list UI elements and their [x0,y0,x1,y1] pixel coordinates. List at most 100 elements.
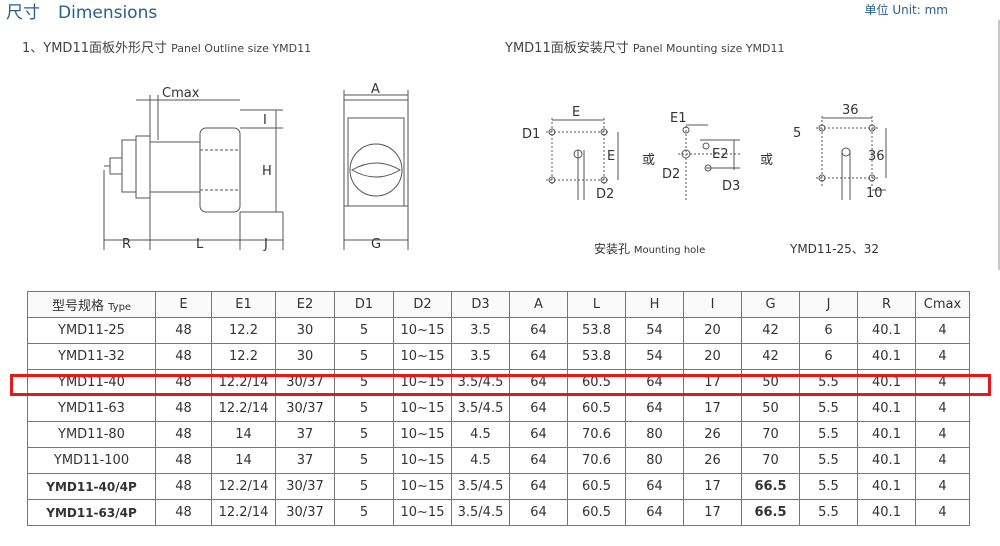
value-cell: 6 [799,317,858,344]
value-cell: 5.5 [799,499,858,526]
label-d2-a: D2 [596,187,614,202]
value-cell: 4 [915,317,970,344]
value-cell: 66.5 [741,499,800,526]
value-cell: 30/37 [275,395,335,422]
value-cell: 48 [155,395,212,422]
mounting-section-label: YMD11面板安装尺寸 Panel Mounting size YMD11 [505,37,785,56]
value-cell: 14 [211,421,276,448]
title-cn: 尺寸 [6,3,40,23]
value-cell: 10~15 [393,473,452,500]
label-36-top: 36 [842,103,859,118]
page-edge-divider [998,20,1000,270]
label-a: A [371,82,380,97]
value-cell: 5 [334,473,394,500]
value-cell: 17 [683,473,742,500]
value-cell: 5 [334,421,394,448]
mounting-hole-caption: 安装孔 Mounting hole [594,240,705,257]
label-36-side: 36 [868,149,885,164]
header-cell: R [857,291,916,318]
value-cell: 26 [683,447,742,474]
value-cell: 10~15 [393,343,452,370]
mounting-label-cn: YMD11面板安装尺寸 [505,41,629,56]
value-cell: 64 [625,499,684,526]
value-cell: 37 [275,421,335,448]
value-cell: 5 [334,343,394,370]
value-cell: 40.1 [857,317,916,344]
value-cell: 4 [915,343,970,370]
header-type-en: Type [108,302,132,313]
value-cell: 40.1 [857,499,916,526]
side-body [149,141,201,193]
value-cell: 66.5 [741,473,800,500]
value-cell: 26 [683,421,742,448]
value-cell: 70.6 [567,447,626,474]
type-cell: YMD11-25 [27,317,156,344]
value-cell: 17 [683,499,742,526]
value-cell: 48 [155,499,212,526]
label-e2: E2 [712,147,729,162]
header-cell: E2 [275,291,335,318]
value-cell: 4 [915,499,970,526]
value-cell: 10~15 [393,447,452,474]
value-cell: 64 [625,395,684,422]
page-title: 尺寸 Dimensions [6,0,157,23]
value-cell: 50 [741,369,800,396]
value-cell: 60.5 [567,369,626,396]
mount-pattern-3 [816,116,887,200]
front-panel [343,99,409,207]
model-note: YMD11-25、32 [790,242,880,256]
title-en: Dimensions [58,3,158,23]
label-i: I [263,113,267,128]
value-cell: 53.8 [567,343,626,370]
value-cell: 12.2/14 [211,499,276,526]
value-cell: 70 [741,447,800,474]
front-handle [351,162,401,178]
value-cell: 70.6 [567,421,626,448]
value-cell: 3.5 [451,317,510,344]
header-cell: Cmax [915,291,970,318]
value-cell: 64 [625,473,684,500]
value-cell: 40.1 [857,473,916,500]
value-cell: 70 [741,421,800,448]
header-cell: I [683,291,742,318]
value-cell: 50 [741,395,800,422]
header-cell: E1 [211,291,276,318]
label-or-2: 或 [760,153,773,168]
value-cell: 5.5 [799,473,858,500]
header-cell: L [567,291,626,318]
label-d3: D3 [722,179,740,194]
type-cell: YMD11-80 [27,421,156,448]
label-g: G [371,237,381,252]
type-cell: YMD11-40 [27,369,156,396]
highlight-frame [10,374,991,396]
mounting-label-en: Panel Mounting size YMD11 [632,42,785,55]
outline-label-en: Panel Outline size YMD11 [171,42,312,55]
value-cell: 3.5/4.5 [451,499,510,526]
value-cell: 5.5 [799,395,858,422]
value-cell: 40.1 [857,395,916,422]
header-cell: D3 [451,291,510,318]
label-e-top: E [572,105,580,120]
value-cell: 30 [275,317,335,344]
header-cell: D1 [334,291,394,318]
value-cell: 64 [509,473,568,500]
value-cell: 3.5/4.5 [451,369,510,396]
value-cell: 60.5 [567,395,626,422]
side-flange [135,135,151,199]
value-cell: 4.5 [451,421,510,448]
label-l: L [196,237,204,252]
value-cell: 30/37 [275,473,335,500]
value-cell: 4 [915,473,970,500]
label-cmax: Cmax [162,86,200,101]
front-body [347,117,405,207]
value-cell: 48 [155,317,212,344]
label-5: 5 [793,126,801,141]
value-cell: 4.5 [451,447,510,474]
value-cell: 10~15 [393,317,452,344]
mounting-hole-cn: 安装孔 [594,242,631,256]
value-cell: 3.5 [451,343,510,370]
